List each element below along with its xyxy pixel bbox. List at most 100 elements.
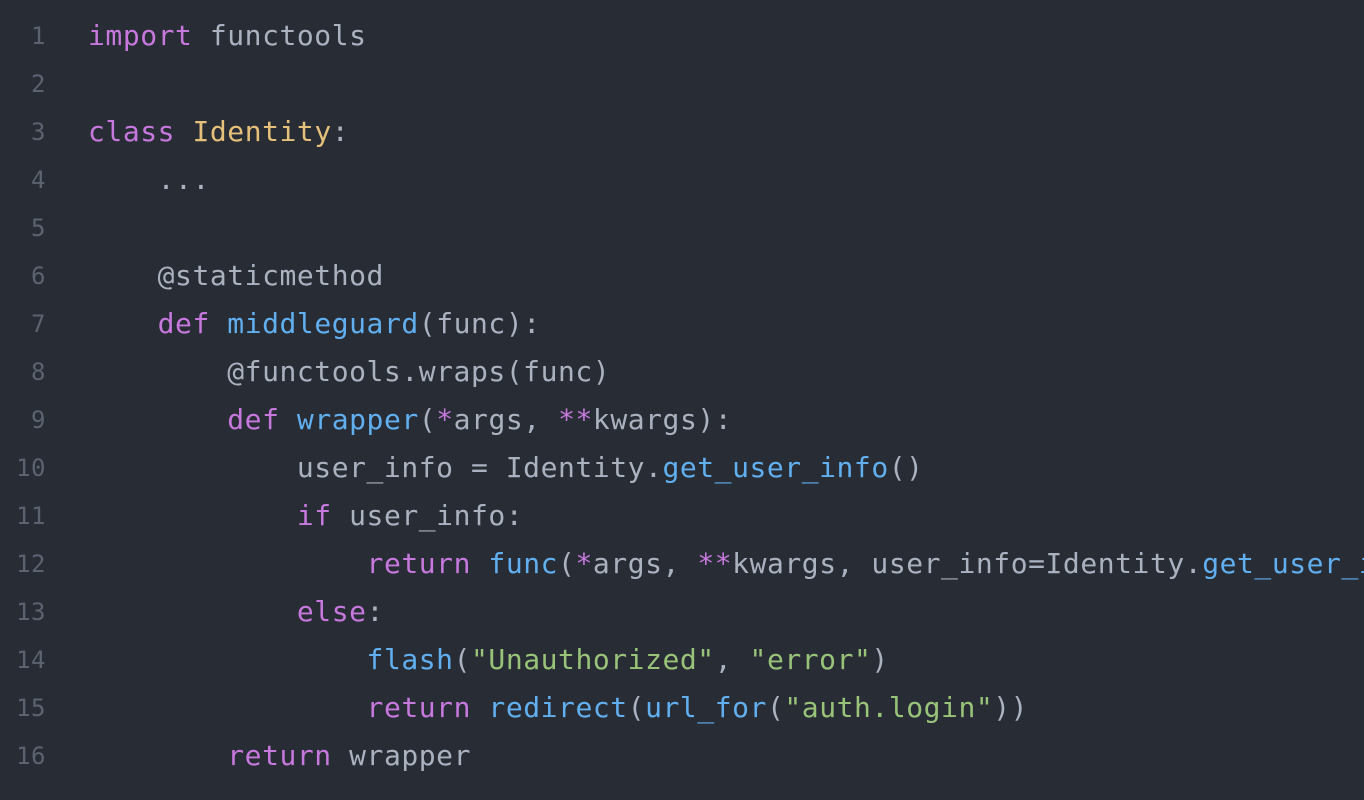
code-text: import functools: [88, 12, 367, 60]
code-token: class: [88, 115, 176, 148]
code-line[interactable]: 10 user_info = Identity.get_user_info(): [0, 444, 1364, 492]
code-token: [88, 643, 367, 676]
code-text: def wrapper(*args, **kwargs):: [88, 396, 732, 444]
code-token: return: [227, 739, 332, 772]
line-number: 16: [16, 742, 46, 770]
code-token: @staticmethod: [88, 259, 384, 292]
line-number: 1: [31, 22, 46, 50]
code-token: [88, 595, 297, 628]
code-line[interactable]: 15 return redirect(url_for("auth.login")…: [0, 684, 1364, 732]
code-token: [88, 547, 367, 580]
code-token: ,: [714, 643, 750, 676]
code-token: [88, 691, 367, 724]
line-number: 10: [16, 454, 46, 482]
code-token: (func):: [418, 307, 541, 340]
code-token: return: [366, 691, 471, 724]
code-token: "auth.login": [784, 691, 994, 724]
code-text: else:: [88, 588, 384, 636]
code-token: [88, 307, 158, 340]
code-token: middleguard: [227, 307, 419, 340]
code-token: [471, 691, 488, 724]
code-token: :: [331, 115, 350, 148]
code-token: [280, 403, 297, 436]
code-text: user_info = Identity.get_user_info(): [88, 444, 924, 492]
code-token: (): [888, 451, 924, 484]
code-text: return wrapper: [88, 732, 471, 780]
line-number: 5: [31, 214, 46, 242]
code-text: class Identity:: [88, 108, 349, 156]
code-token: kwargs, user_info=Identity.: [732, 547, 1203, 580]
code-token: import: [88, 19, 193, 52]
code-token: (: [627, 691, 646, 724]
code-token: ...: [88, 163, 210, 196]
line-number: 8: [31, 358, 46, 386]
code-token: "error": [749, 643, 872, 676]
code-token: [88, 403, 227, 436]
code-token: wrapper: [331, 739, 471, 772]
line-number: 13: [16, 598, 46, 626]
code-token: )): [993, 691, 1029, 724]
code-line[interactable]: 3 class Identity:: [0, 108, 1364, 156]
code-text: @staticmethod: [88, 252, 384, 300]
code-token: "Unauthorized": [471, 643, 715, 676]
code-token: (: [418, 403, 437, 436]
line-number: 3: [31, 118, 46, 146]
code-token: @functools.wraps(func): [88, 355, 611, 388]
code-token: get_user_inf: [1202, 547, 1364, 580]
code-text: def middleguard(func):: [88, 300, 541, 348]
code-token: kwargs):: [592, 403, 733, 436]
line-number: 7: [31, 310, 46, 338]
code-token: [88, 739, 227, 772]
code-token: func: [488, 547, 559, 580]
code-line[interactable]: 4 ...: [0, 156, 1364, 204]
code-token: :: [366, 595, 384, 628]
code-token: args,: [592, 547, 698, 580]
line-number: 11: [16, 502, 46, 530]
code-token: user_info = Identity.: [88, 451, 663, 484]
code-text: @functools.wraps(func): [88, 348, 610, 396]
code-token: flash: [366, 643, 454, 676]
code-token: **: [697, 547, 733, 580]
line-number: 2: [31, 70, 46, 98]
code-text: ...: [88, 156, 210, 204]
code-line[interactable]: 13 else:: [0, 588, 1364, 636]
code-line[interactable]: 11 if user_info:: [0, 492, 1364, 540]
code-line[interactable]: 2: [0, 60, 1364, 108]
code-token: [471, 547, 488, 580]
code-line[interactable]: 14 flash("Unauthorized", "error"): [0, 636, 1364, 684]
code-token: args,: [453, 403, 559, 436]
line-number: 4: [31, 166, 46, 194]
line-number: 15: [16, 694, 46, 722]
code-token: def: [157, 307, 210, 340]
code-token: *: [575, 547, 593, 580]
code-token: *: [436, 403, 454, 436]
code-token: (: [766, 691, 785, 724]
code-token: ): [871, 643, 889, 676]
code-text: if user_info:: [88, 492, 523, 540]
code-line[interactable]: 5: [0, 204, 1364, 252]
code-token: get_user_info: [662, 451, 889, 484]
code-token: [210, 307, 227, 340]
code-token: **: [558, 403, 593, 436]
code-token: [175, 115, 192, 148]
code-token: if: [296, 499, 332, 532]
code-line[interactable]: 8 @functools.wraps(func): [0, 348, 1364, 396]
code-text: return redirect(url_for("auth.login")): [88, 684, 1028, 732]
code-token: [88, 499, 297, 532]
line-number: 6: [31, 262, 46, 290]
code-token: functools: [192, 19, 367, 52]
line-number: 12: [16, 550, 46, 578]
code-token: (: [558, 547, 576, 580]
code-token: else: [296, 595, 367, 628]
code-token: url_for: [645, 691, 767, 724]
code-token: def: [227, 403, 280, 436]
code-line[interactable]: 12 return func(*args, **kwargs, user_inf…: [0, 540, 1364, 588]
code-token: redirect: [488, 691, 628, 724]
code-line[interactable]: 16 return wrapper: [0, 732, 1364, 780]
code-line[interactable]: 1 import functools: [0, 12, 1364, 60]
code-line[interactable]: 9 def wrapper(*args, **kwargs):: [0, 396, 1364, 444]
code-line[interactable]: 6 @staticmethod: [0, 252, 1364, 300]
code-line[interactable]: 7 def middleguard(func):: [0, 300, 1364, 348]
code-token: user_info:: [331, 499, 524, 532]
